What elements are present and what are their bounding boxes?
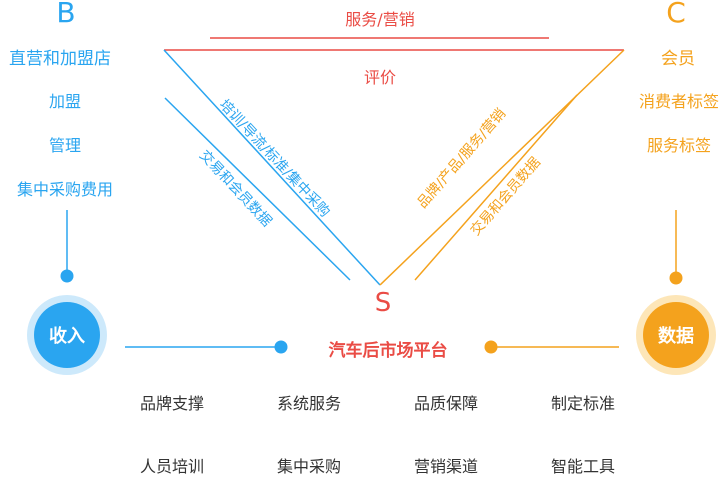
left-item: 管理 xyxy=(48,136,82,155)
triangle-right-edge xyxy=(379,49,625,286)
platform-title: 汽车后市场平台 xyxy=(328,341,448,361)
left-title: 直营和加盟店 xyxy=(9,49,111,69)
left-horizontal-dot xyxy=(274,340,288,354)
left-connector-dot xyxy=(60,269,74,283)
data-circle-halo: 数据 xyxy=(636,295,716,375)
right-letter: C xyxy=(666,0,686,29)
center-letter: S xyxy=(374,288,392,318)
service-item: 品牌支撑 xyxy=(139,394,205,413)
income-label: 收入 xyxy=(49,326,85,347)
service-item: 系统服务 xyxy=(276,394,342,413)
service-item: 人员培训 xyxy=(139,457,205,476)
right-inner-edge xyxy=(414,94,578,281)
right-connector-dot xyxy=(669,271,683,285)
service-item: 制定标准 xyxy=(550,394,616,413)
right-title: 会员 xyxy=(661,49,695,69)
income-circle-halo: 收入 xyxy=(27,295,107,375)
service-item: 智能工具 xyxy=(550,457,616,476)
service-item: 集中采购 xyxy=(276,457,342,476)
evaluation-label: 评价 xyxy=(363,68,397,87)
left-item: 集中采购费用 xyxy=(16,180,114,199)
data-label: 数据 xyxy=(658,326,694,347)
income-circle: 收入 xyxy=(34,302,100,368)
left-letter: B xyxy=(56,0,76,29)
triangle-left-edge xyxy=(163,49,381,286)
right-item: 消费者标签 xyxy=(638,92,720,111)
left-item: 加盟 xyxy=(48,92,82,111)
service-item: 品质保障 xyxy=(413,394,479,413)
left-inner-edge xyxy=(164,97,351,281)
data-circle: 数据 xyxy=(643,302,709,368)
top-service-label: 服务/营销 xyxy=(345,10,415,29)
right-item: 服务标签 xyxy=(646,136,712,155)
service-item: 营销渠道 xyxy=(413,457,479,476)
right-horizontal-dot xyxy=(484,340,498,354)
